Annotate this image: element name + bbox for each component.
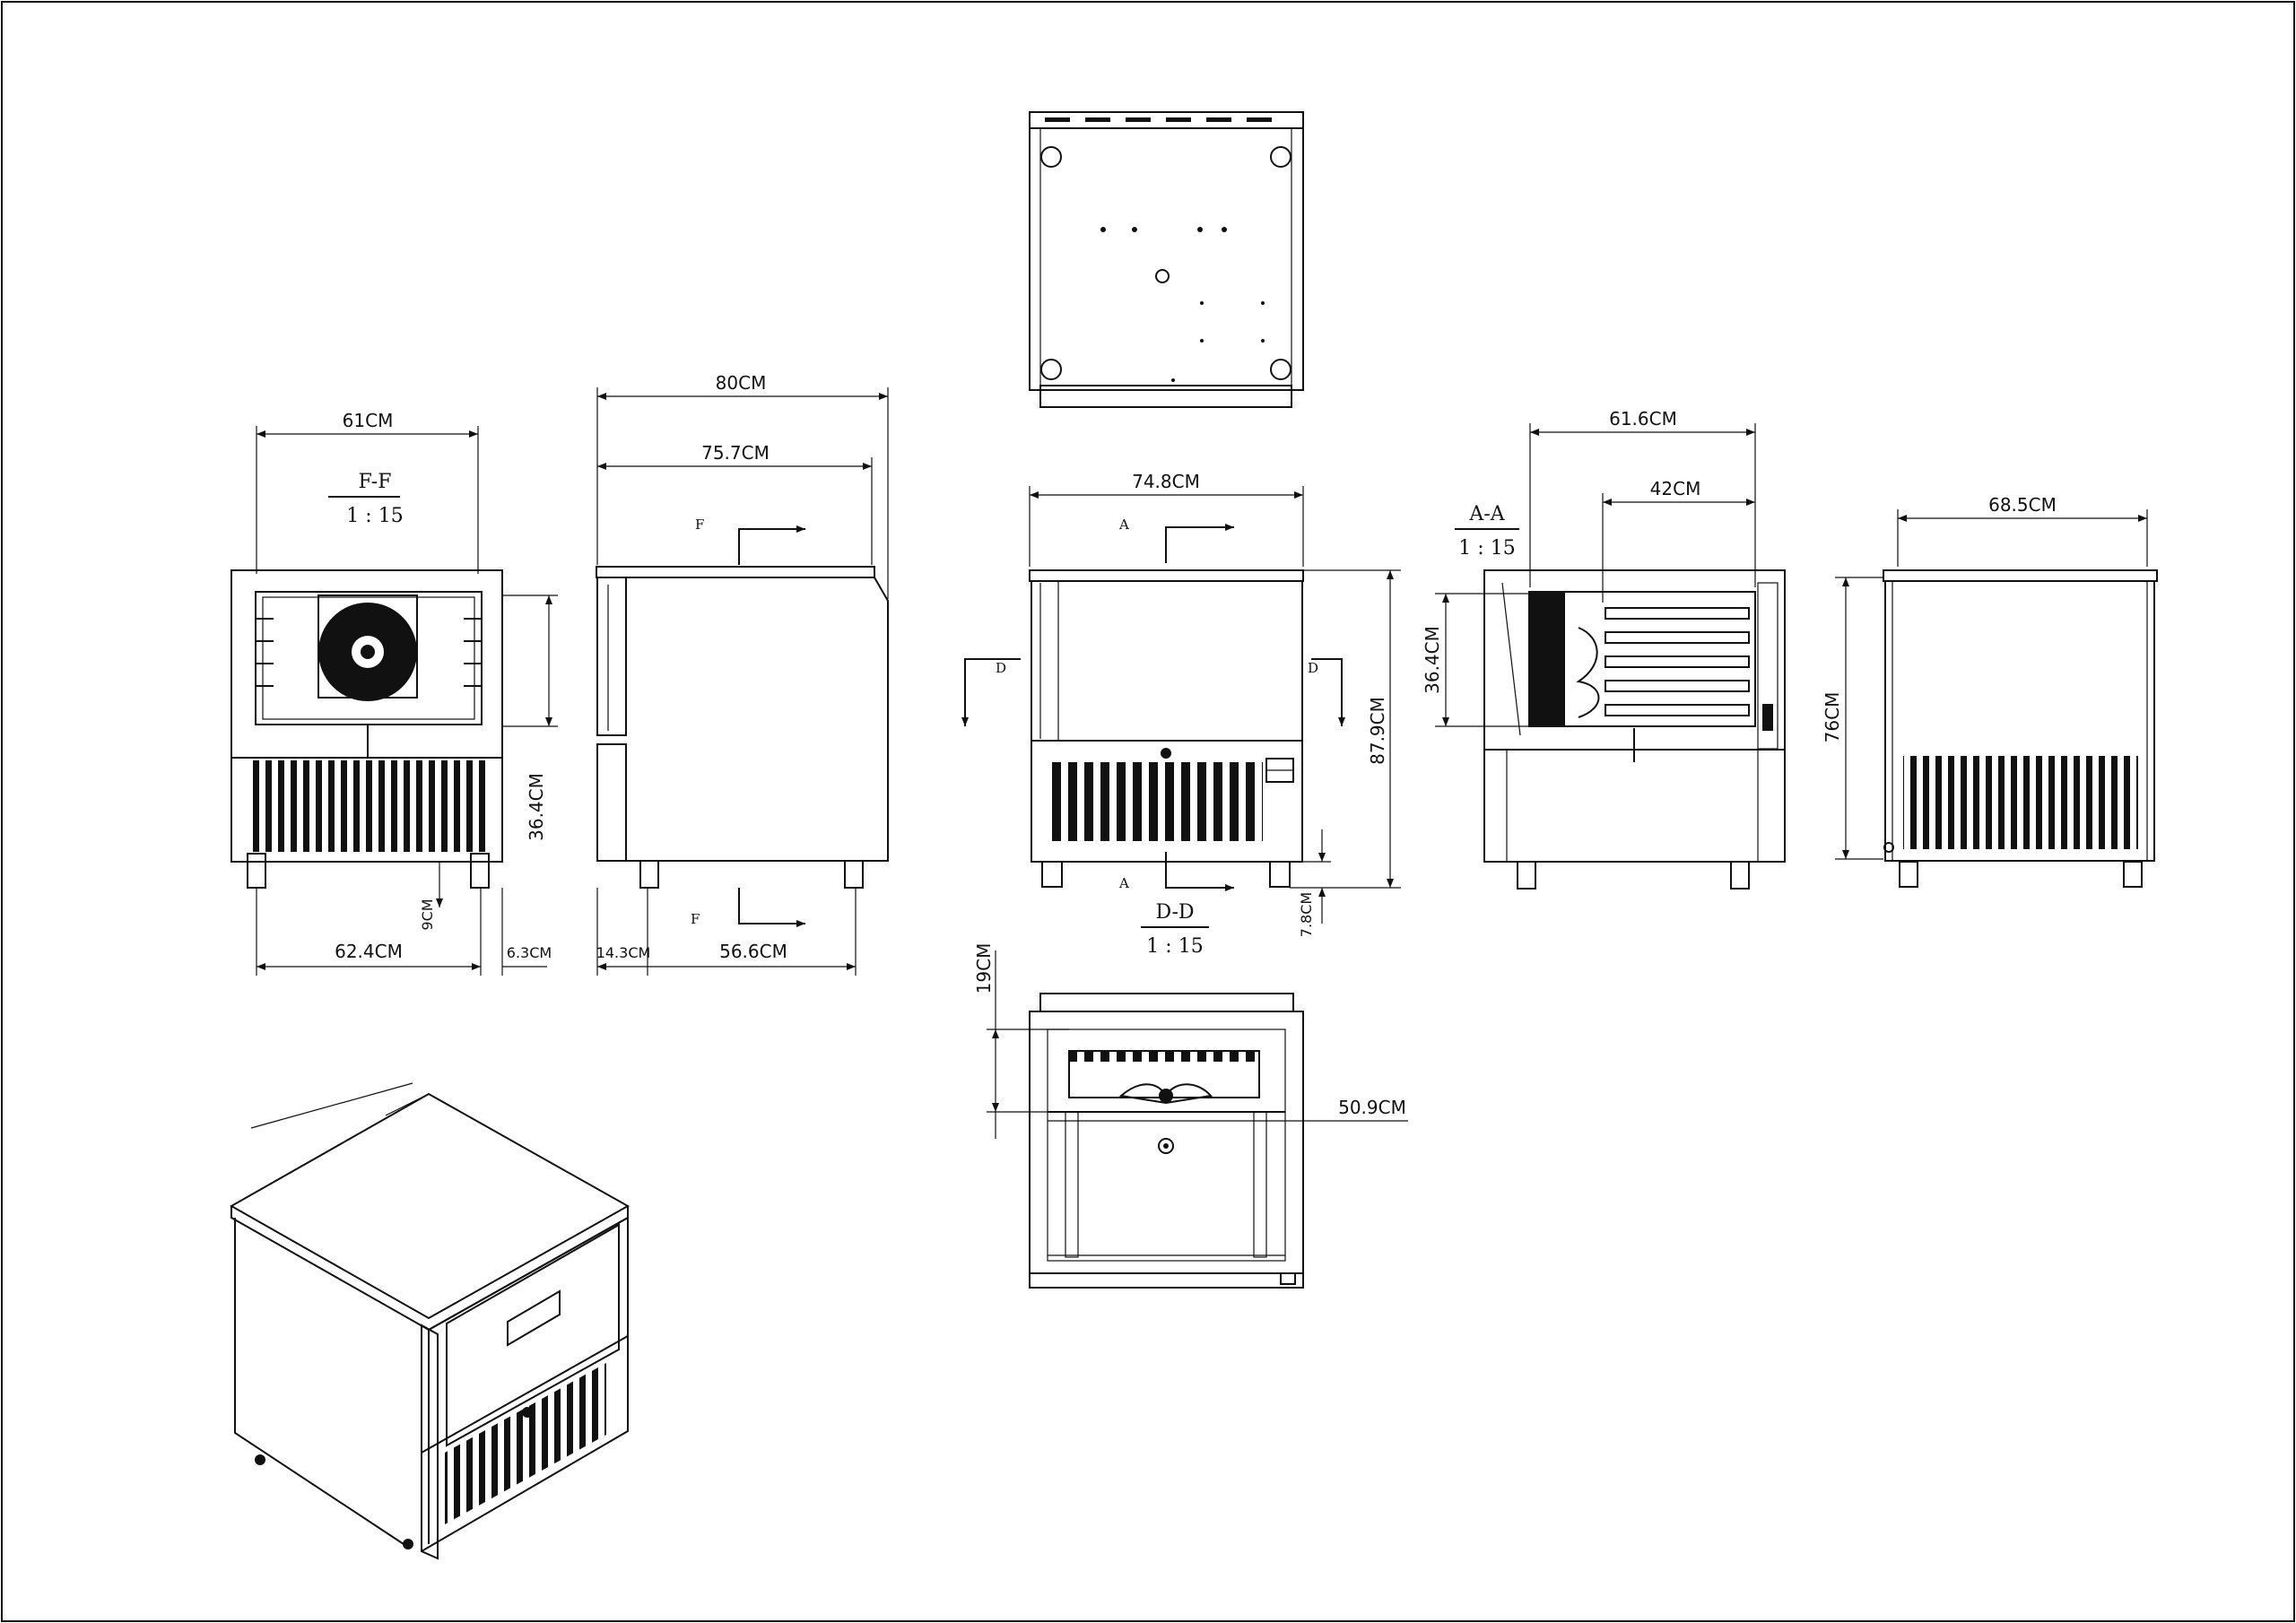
dim-ff-offset: 6.3CM bbox=[507, 944, 552, 961]
section-aa-view bbox=[1483, 569, 1786, 890]
dim-ff-width: 61CM bbox=[343, 410, 394, 431]
ff-dimensions: 61CM F-F 1 : 15 36.4CM 9CM 62.4CM 6.3CM bbox=[256, 410, 558, 976]
cut-marker-f-bottom: F bbox=[691, 911, 700, 927]
grille bbox=[445, 1363, 606, 1524]
dim-side-front: 14.3CM bbox=[596, 944, 651, 961]
dim-side-total: 80CM bbox=[716, 372, 767, 394]
top-view bbox=[1029, 111, 1304, 408]
section-dd-scale: 1 : 15 bbox=[1146, 935, 1203, 958]
dim-front-height: 87.9CM bbox=[1367, 697, 1388, 765]
section-dd-view bbox=[1029, 993, 1304, 1289]
lock-icon bbox=[1161, 748, 1171, 759]
front-dimensions: 74.8CM 87.9CM 7.8CM D-D 1 : 15 bbox=[1029, 471, 1401, 958]
grille bbox=[1048, 762, 1263, 841]
dim-front-foot: 7.8CM bbox=[1298, 892, 1315, 937]
section-aa-title: A-A bbox=[1468, 503, 1505, 525]
dim-side-body: 75.7CM bbox=[701, 442, 770, 464]
cut-marker-f-top: F bbox=[695, 516, 704, 533]
section-aa-scale: 1 : 15 bbox=[1458, 537, 1515, 560]
display-panel bbox=[507, 1289, 561, 1347]
front-view: A A D D bbox=[961, 516, 1345, 891]
section-ff-title: F-F bbox=[359, 471, 392, 493]
cut-marker-a-top: A bbox=[1118, 516, 1129, 533]
dim-ff-height: 36.4CM bbox=[526, 773, 547, 841]
cut-marker-d-right: D bbox=[1308, 660, 1318, 676]
dim-back-width: 68.5CM bbox=[1988, 494, 2057, 516]
lock-icon bbox=[522, 1407, 533, 1418]
dim-ff-foot: 9CM bbox=[419, 898, 436, 930]
side-dimensions: 80CM 75.7CM 14.3CM 56.6CM bbox=[596, 372, 889, 976]
aa-dimensions: 61.6CM 42CM A-A 1 : 15 36.4CM bbox=[1422, 408, 1756, 727]
dim-aa-height: 36.4CM bbox=[1422, 626, 1443, 694]
isometric-view bbox=[229, 1082, 631, 1560]
dim-ff-base: 62.4CM bbox=[335, 941, 403, 962]
fan-icon bbox=[1576, 627, 1600, 718]
side-view: F F bbox=[596, 516, 889, 927]
lock-icon bbox=[1158, 1138, 1174, 1154]
back-view bbox=[1883, 569, 2158, 888]
cut-marker-a-bottom: A bbox=[1118, 875, 1129, 891]
back-dimensions: 68.5CM 76CM bbox=[1822, 494, 2148, 860]
dim-front-width: 74.8CM bbox=[1132, 471, 1200, 492]
section-dd-title: D-D bbox=[1155, 901, 1194, 924]
grille bbox=[1903, 756, 2138, 849]
dim-aa-inner: 42CM bbox=[1650, 478, 1701, 499]
dim-dd-width: 50.9CM bbox=[1338, 1097, 1406, 1118]
dim-dd-depth: 19CM bbox=[973, 943, 995, 994]
section-ff-scale: 1 : 15 bbox=[346, 505, 403, 527]
cut-marker-d-left: D bbox=[996, 660, 1006, 676]
dim-side-base: 56.6CM bbox=[719, 941, 787, 962]
section-ff-view bbox=[230, 569, 503, 889]
dd-dimensions: 19CM 50.9CM bbox=[973, 943, 1408, 1139]
grille bbox=[247, 760, 487, 852]
dim-aa-total: 61.6CM bbox=[1609, 408, 1677, 430]
dim-back-height: 76CM bbox=[1822, 692, 1843, 743]
